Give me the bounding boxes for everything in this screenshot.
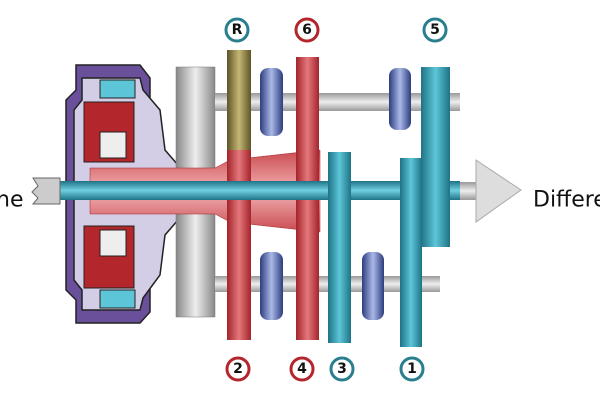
svg-text:6: 6	[302, 22, 312, 38]
clutch-plates-bottom	[83, 225, 136, 309]
gear-5	[421, 67, 450, 247]
svg-text:1: 1	[407, 361, 417, 377]
synchronizer-3-1	[362, 252, 384, 320]
gear-label-r: R	[224, 17, 250, 43]
gear-label-1: 1	[399, 356, 425, 382]
synchronizer-r-6	[260, 68, 283, 136]
gear-1	[400, 158, 422, 347]
gear-2	[227, 150, 251, 340]
svg-text:2: 2	[233, 361, 243, 377]
gear-label-3: 3	[329, 356, 355, 382]
engine-label: ne	[0, 188, 23, 213]
svg-text:3: 3	[337, 361, 347, 377]
svg-text:4: 4	[297, 361, 307, 377]
gear-label-4: 4	[289, 356, 315, 382]
synchronizer-5	[389, 68, 411, 130]
svg-text:R: R	[232, 22, 243, 38]
differential-cone	[455, 159, 522, 223]
gear-label-5: 5	[422, 17, 448, 43]
gear-3	[328, 152, 351, 343]
differential-label: Differe	[533, 188, 600, 213]
synchronizer-2-4	[260, 252, 283, 320]
clutch-plates-top	[83, 79, 136, 163]
svg-text:5: 5	[430, 22, 440, 38]
gear-label-2: 2	[225, 356, 251, 382]
gear-label-6: 6	[294, 17, 320, 43]
engine-input-spline	[31, 177, 61, 205]
odd-main-shaft	[60, 181, 460, 200]
gear-r	[227, 50, 251, 150]
